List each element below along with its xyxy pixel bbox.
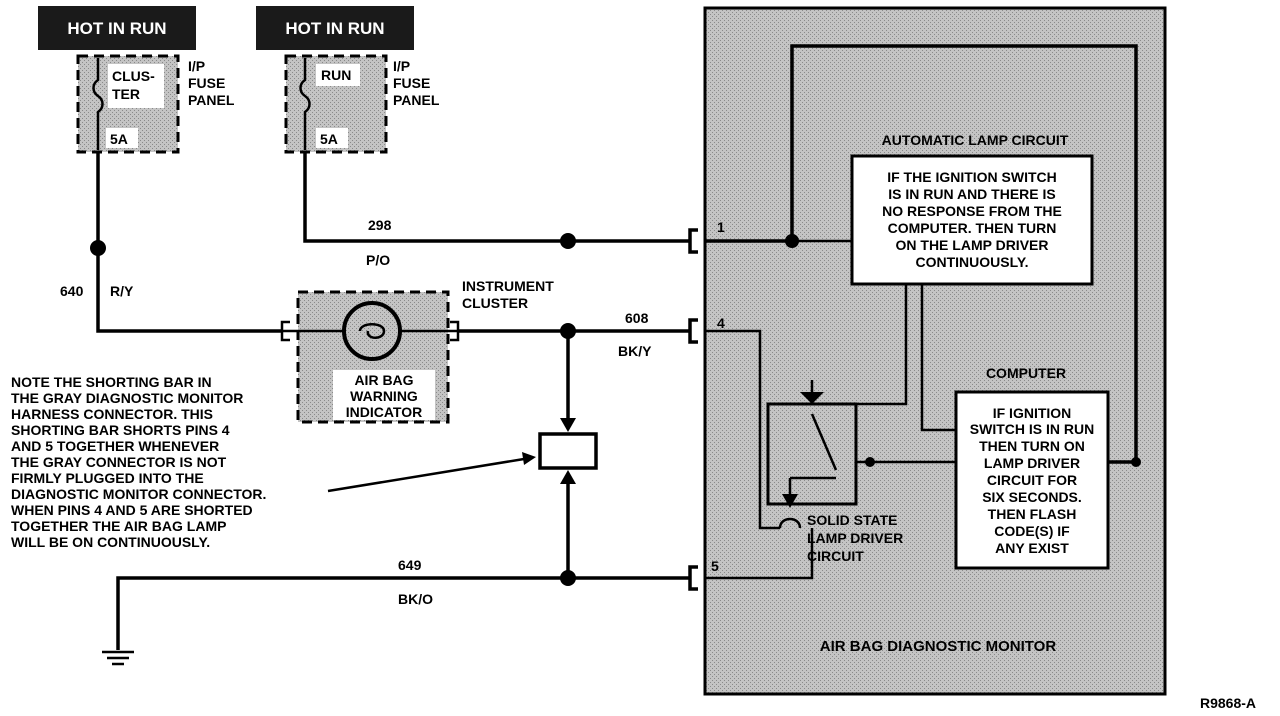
warning-lamp-icon bbox=[342, 301, 402, 361]
fuse-cluster-element-icon bbox=[92, 58, 104, 150]
wire-649: 649 BK/O bbox=[116, 557, 690, 650]
instrument-cluster: AIR BAG WARNING INDICATOR bbox=[280, 290, 460, 424]
note-line-7: FIRMLY PLUGGED INTO THE bbox=[11, 470, 204, 486]
automatic-box-line-2: IS IN RUN AND THERE IS bbox=[888, 186, 1056, 202]
note-arrow bbox=[327, 452, 536, 493]
hot-in-run-label-1: HOT IN RUN bbox=[67, 19, 166, 38]
lamp-driver-label-2: LAMP DRIVER bbox=[807, 530, 903, 546]
fuse-panel-label-cluster: I/P FUSE PANEL bbox=[188, 58, 235, 108]
fuse-panel-label-1b: FUSE bbox=[188, 75, 225, 91]
instrument-cluster-label-1: INSTRUMENT bbox=[462, 278, 554, 294]
hot-in-run-label-2: HOT IN RUN bbox=[285, 19, 384, 38]
note-line-11: WILL BE ON CONTINUOUSLY. bbox=[11, 534, 210, 550]
wire-298-color: P/O bbox=[366, 252, 390, 268]
pin-4-label: 4 bbox=[717, 315, 725, 331]
automatic-lamp-circuit-title: AUTOMATIC LAMP CIRCUIT bbox=[882, 132, 1069, 148]
automatic-box-line-6: CONTINUOUSLY. bbox=[915, 254, 1028, 270]
wire-608: 608 BK/Y bbox=[458, 310, 690, 359]
note-line-2: THE GRAY DIAGNOSTIC MONITOR bbox=[11, 390, 243, 406]
pin-5-internal bbox=[705, 528, 814, 580]
indicator-label-1: AIR BAG bbox=[354, 372, 413, 388]
automatic-box-line-5: ON THE LAMP DRIVER bbox=[896, 237, 1049, 253]
ground-icon bbox=[102, 650, 134, 666]
indicator-label-3: INDICATOR bbox=[346, 404, 422, 420]
pin-4-connector: 4 bbox=[688, 315, 725, 344]
computer-box-line-9: ANY EXIST bbox=[995, 540, 1069, 556]
note-line-5: AND 5 TOGETHER WHENEVER bbox=[11, 438, 219, 454]
shorting-bar-note: NOTE THE SHORTING BAR IN THE GRAY DIAGNO… bbox=[11, 374, 266, 550]
fuse-panel-label-2c: PANEL bbox=[393, 92, 440, 108]
monitor-title: AIR BAG DIAGNOSTIC MONITOR bbox=[820, 638, 1057, 655]
wire-298-number: 298 bbox=[368, 217, 392, 233]
automatic-box-line-1: IF THE IGNITION SWITCH bbox=[887, 169, 1057, 185]
fuse-run: RUN 5A bbox=[284, 54, 388, 154]
note-line-3: HARNESS CONNECTOR. THIS bbox=[11, 406, 213, 422]
computer-box-line-2: SWITCH IS IN RUN bbox=[970, 421, 1094, 437]
note-line-9: WHEN PINS 4 AND 5 ARE SHORTED bbox=[11, 502, 253, 518]
fuse-run-label: RUN bbox=[321, 67, 351, 83]
air-bag-diagnostic-monitor: 1 4 5 AUTOMATIC LAMP CIRCUIT IF THE IGNI… bbox=[688, 6, 1167, 696]
wire-640-color: R/Y bbox=[110, 283, 134, 299]
wire-649-number: 649 bbox=[398, 557, 422, 573]
pin-1-connector: 1 bbox=[688, 219, 725, 254]
lamp-driver-switch bbox=[766, 380, 858, 529]
computer-box-line-5: CIRCUIT FOR bbox=[987, 472, 1077, 488]
fuse-panel-label-run: I/P FUSE PANEL bbox=[393, 58, 440, 108]
computer-box-line-7: THEN FLASH bbox=[988, 506, 1077, 522]
automatic-lamp-box: IF THE IGNITION SWITCH IS IN RUN AND THE… bbox=[850, 154, 1094, 286]
fuse-run-rating: 5A bbox=[320, 131, 338, 147]
computer-box-line-4: LAMP DRIVER bbox=[984, 455, 1080, 471]
wire-649-color: BK/O bbox=[398, 591, 433, 607]
fuse-cluster-label-1: CLUS- bbox=[112, 68, 155, 84]
pin-1-label: 1 bbox=[717, 219, 725, 235]
wire-640-number: 640 bbox=[60, 283, 84, 299]
wire-608-color: BK/Y bbox=[618, 343, 652, 359]
indicator-label-2: WARNING bbox=[350, 388, 418, 404]
note-line-10: TOGETHER THE AIR BAG LAMP bbox=[11, 518, 226, 534]
figure-id: R9868-A bbox=[1200, 695, 1256, 711]
note-line-1: NOTE THE SHORTING BAR IN bbox=[11, 374, 212, 390]
computer-box-line-6: SIX SECONDS. bbox=[982, 489, 1082, 505]
note-line-4: SHORTING BAR SHORTS PINS 4 bbox=[11, 422, 230, 438]
computer-box-line-8: CODE(S) IF bbox=[994, 523, 1070, 539]
computer-box-line-1: IF IGNITION bbox=[993, 405, 1072, 421]
instrument-cluster-label-2: CLUSTER bbox=[462, 295, 528, 311]
fuse-run-element-icon bbox=[299, 58, 311, 150]
fuse-panel-label-2b: FUSE bbox=[393, 75, 430, 91]
fuse-cluster-label-2: TER bbox=[112, 86, 140, 102]
fuse-cluster: CLUS- TER 5A bbox=[76, 54, 180, 154]
fuse-panel-label-1a: I/P bbox=[188, 58, 205, 74]
automatic-box-line-3: NO RESPONSE FROM THE bbox=[882, 203, 1062, 219]
note-line-8: DIAGNOSTIC MONITOR CONNECTOR. bbox=[11, 486, 266, 502]
wire-298: 298 P/O bbox=[303, 152, 690, 268]
fuse-cluster-rating: 5A bbox=[110, 131, 128, 147]
computer-title: COMPUTER bbox=[986, 365, 1066, 381]
shorting-bar bbox=[538, 331, 598, 578]
computer-box: IF IGNITION SWITCH IS IN RUN THEN TURN O… bbox=[954, 390, 1110, 570]
pin-4-internal bbox=[705, 329, 780, 530]
lamp-driver-label-1: SOLID STATE bbox=[807, 512, 897, 528]
fuse-panel-label-1c: PANEL bbox=[188, 92, 235, 108]
note-line-6: THE GRAY CONNECTOR IS NOT bbox=[11, 454, 227, 470]
pin-5-connector: 5 bbox=[688, 558, 719, 591]
lamp-driver-label-3: CIRCUIT bbox=[807, 548, 864, 564]
wire-608-number: 608 bbox=[625, 310, 649, 326]
wire-640: 640 R/Y bbox=[60, 152, 282, 333]
computer-box-line-3: THEN TURN ON bbox=[979, 438, 1085, 454]
hot-in-run-box-run: HOT IN RUN bbox=[256, 6, 414, 50]
pin-5-label: 5 bbox=[711, 558, 719, 574]
hot-in-run-box-cluster: HOT IN RUN bbox=[38, 6, 196, 50]
fuse-panel-label-2a: I/P bbox=[393, 58, 410, 74]
automatic-box-line-4: COMPUTER. THEN TURN bbox=[888, 220, 1057, 236]
